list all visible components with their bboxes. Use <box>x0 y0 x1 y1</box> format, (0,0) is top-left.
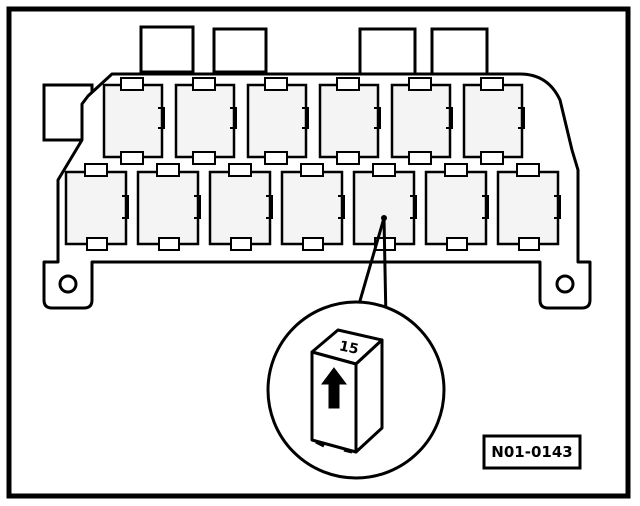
detail-relay-side <box>354 338 384 454</box>
mounting-hole-left <box>58 274 78 294</box>
relay-top-6 <box>462 83 524 159</box>
connector-block-3 <box>358 27 417 76</box>
reference-number: N01-0143 <box>491 443 572 461</box>
relay-top-4 <box>318 83 380 159</box>
relay-bottom-2 <box>136 170 200 246</box>
up-arrow-icon <box>321 367 347 409</box>
relay-bottom-1 <box>64 170 128 246</box>
relay-bottom-7 <box>496 170 560 246</box>
leader-anchor <box>381 215 387 221</box>
mounting-hole-right <box>555 274 575 294</box>
detail-relay <box>310 328 384 454</box>
relay-row-top-clips <box>158 107 525 129</box>
reference-number-box <box>482 434 582 470</box>
relay-bottom-3 <box>208 170 272 246</box>
relay-marking: 15 <box>338 338 360 358</box>
relay-row-top-tabs <box>120 77 504 165</box>
connector-block-2 <box>212 27 268 74</box>
relay-bottom-4 <box>280 170 344 246</box>
relay-bottom-6 <box>424 170 488 246</box>
relay-top-3 <box>246 83 308 159</box>
relay-row-bottom-clips <box>122 195 561 219</box>
connector-block-1 <box>139 25 195 74</box>
relay-row-bottom <box>64 170 560 246</box>
relay-top-2 <box>174 83 236 159</box>
relay-row-bottom-tabs <box>84 163 540 251</box>
connector-block-4 <box>430 27 489 76</box>
relay-top-1 <box>102 83 164 159</box>
relay-top-5 <box>390 83 452 159</box>
